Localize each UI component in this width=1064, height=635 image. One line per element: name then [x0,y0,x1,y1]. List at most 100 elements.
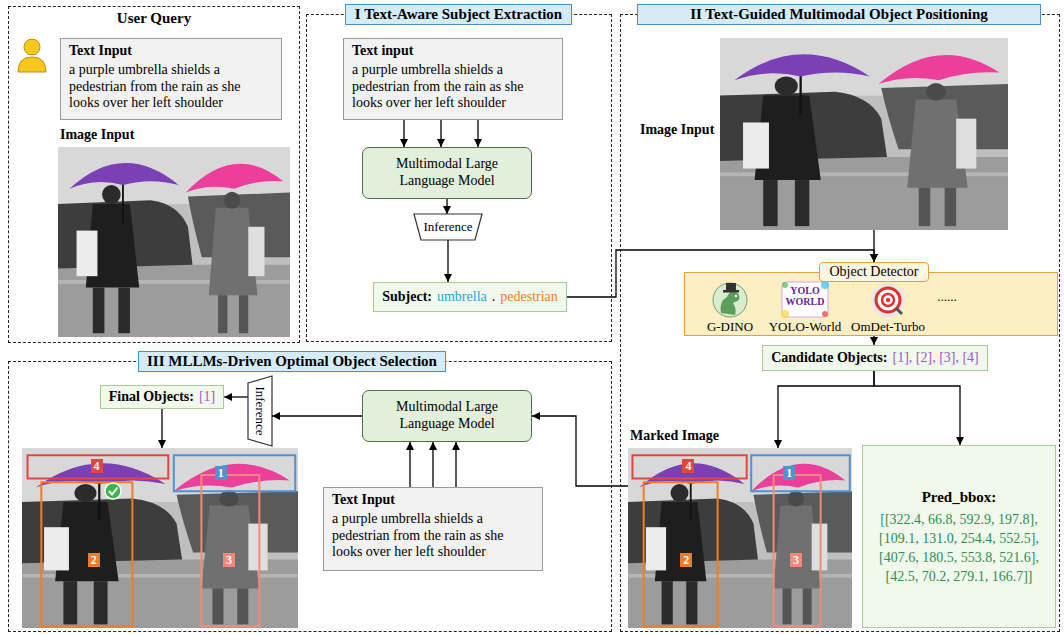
mllm-box: Multimodal Large Language Model [362,390,532,442]
box-text: Multimodal Large Language Model [371,399,523,433]
callout-number: 1 [783,466,795,480]
text-slot: OmDet-Turbo [851,319,925,335]
section-title: User Query [9,10,299,27]
box-heading: Text Input [69,43,273,60]
text-slot: Inference [252,386,268,435]
box-text: Candidate Objects: [771,350,887,366]
arrow-connector [873,336,874,345]
text-slot: a purple umbrella shields a pedestrian f… [69,62,273,112]
box-text: umbrella [437,289,487,305]
box-text: Final Objects: [109,389,194,405]
text-slot: Text input [352,43,554,60]
text-input-box: Text input a purple umbrella shields a pe… [343,38,563,120]
bbox [201,475,259,626]
arrow-connector [532,416,628,486]
box-text: [1], [2], [3], [4] [892,350,978,366]
omdet-icon [871,283,905,317]
text-slot: G-DINO [707,319,753,335]
detector-name: G-DINO [707,319,753,335]
section-title: I Text-Aware Subject Extraction [345,4,572,25]
image-panel: Image Input [720,38,1008,230]
text-input-box: Text Input a purple umbrella shields a pe… [60,38,282,120]
box-text: [1] [199,389,215,405]
callout-number: 2 [680,553,692,567]
trapezoid-shape [414,214,482,240]
box-heading: Pred_bbox: [871,487,1047,507]
result-box: Candidate Objects: [1], [2], [3], [4] [762,345,988,371]
text-slot: Final Objects: [109,389,194,405]
input-photo [58,147,290,337]
text-slot: Marked Image [630,428,719,444]
prompt-text: a purple umbrella shields a pedestrian f… [69,62,273,112]
box-text: Object Detector [829,264,918,280]
text-slot: I Text-Aware Subject Extraction [345,4,572,25]
text-slot: pedestrian [500,289,558,305]
arrow-connector [778,371,874,448]
text-slot: Multimodal Large Language Model [371,156,523,190]
detector-label: Object Detector [819,262,929,282]
check-mark [105,483,121,499]
text-slot: [1], [2], [3], [4] [892,350,978,366]
text-slot: umbrella [437,289,487,305]
text-slot: Image Input [640,122,714,138]
text-slot: ...... [937,289,957,305]
text-slot: a purple umbrella shields a pedestrian f… [332,511,534,561]
arrow-connector [874,371,960,445]
text-slot: YOLO-World [769,319,842,335]
text-slot: . [492,289,496,305]
box-heading: Text Input [332,492,534,509]
text-slot: Candidate Objects: [771,350,887,366]
arrow-connector [403,120,404,147]
text-slot: Pred_bbox: [871,487,1047,507]
mllm-box: Multimodal Large Language Model [362,147,532,199]
image-panel: Image Input [58,147,290,337]
arrow-connector [161,409,162,448]
bbox [28,455,169,478]
text-slot: a purple umbrella shields a pedestrian f… [352,62,554,112]
bbox [174,455,295,491]
text-slot: Object Detector [829,264,918,280]
section-title: III MLLMs-Driven Optimal Object Selectio… [138,351,446,372]
trapezoid-shape [248,376,272,446]
gdino-icon [713,283,747,317]
callout-number: 3 [790,553,802,567]
box-text: . [492,289,496,305]
text-slot: 3 [223,553,235,567]
callout-number: 4 [682,459,694,473]
callout-number: 4 [91,459,103,473]
arrow-connector [224,396,248,397]
marked-photo [628,448,852,628]
arrow-connector [409,442,410,487]
detector-name: OmDet-Turbo [851,319,925,335]
text-slot: 3 [790,553,802,567]
bbox [751,455,850,491]
box-text: Subject: [382,289,432,305]
result-box: Subject: umbrella.pedestrian [373,282,567,312]
text-slot: Inference [423,219,472,235]
arrow-connector [455,442,456,487]
text-slot: [[322.4, 66.8, 592.9, 197.8], [109.1, 13… [871,511,1047,587]
text-slot: Text Input [332,492,534,509]
section-frame: Final Objects: [1] Inference Multimodal Lar… [8,361,612,632]
arrow-connector [477,120,478,147]
box-text: Multimodal Large Language Model [371,156,523,190]
text-slot: 4 [91,459,103,473]
box-text: Inference [252,386,268,435]
inference-trapezoid: Inference [248,376,272,446]
user-icon [18,39,46,72]
arrow-connector [447,240,448,282]
arrow-connector [440,120,441,147]
bbox [774,475,821,626]
image-caption: Marked Image [630,428,719,444]
text-slot: Text Input [69,43,273,60]
text-slot: YOLO WORLD [783,286,827,307]
detector-name: YOLO WORLD [783,286,827,307]
text-input-box: Text Input a purple umbrella shields a pe… [323,487,543,571]
text-slot: [1] [199,389,215,405]
result-box: Final Objects: [1] [100,385,224,409]
image-caption: Image Input [60,127,134,143]
detector-name: ...... [937,289,957,305]
box-text: [[322.4, 66.8, 592.9, 197.8], [109.1, 13… [871,511,1047,587]
arrow-connector [272,415,362,416]
